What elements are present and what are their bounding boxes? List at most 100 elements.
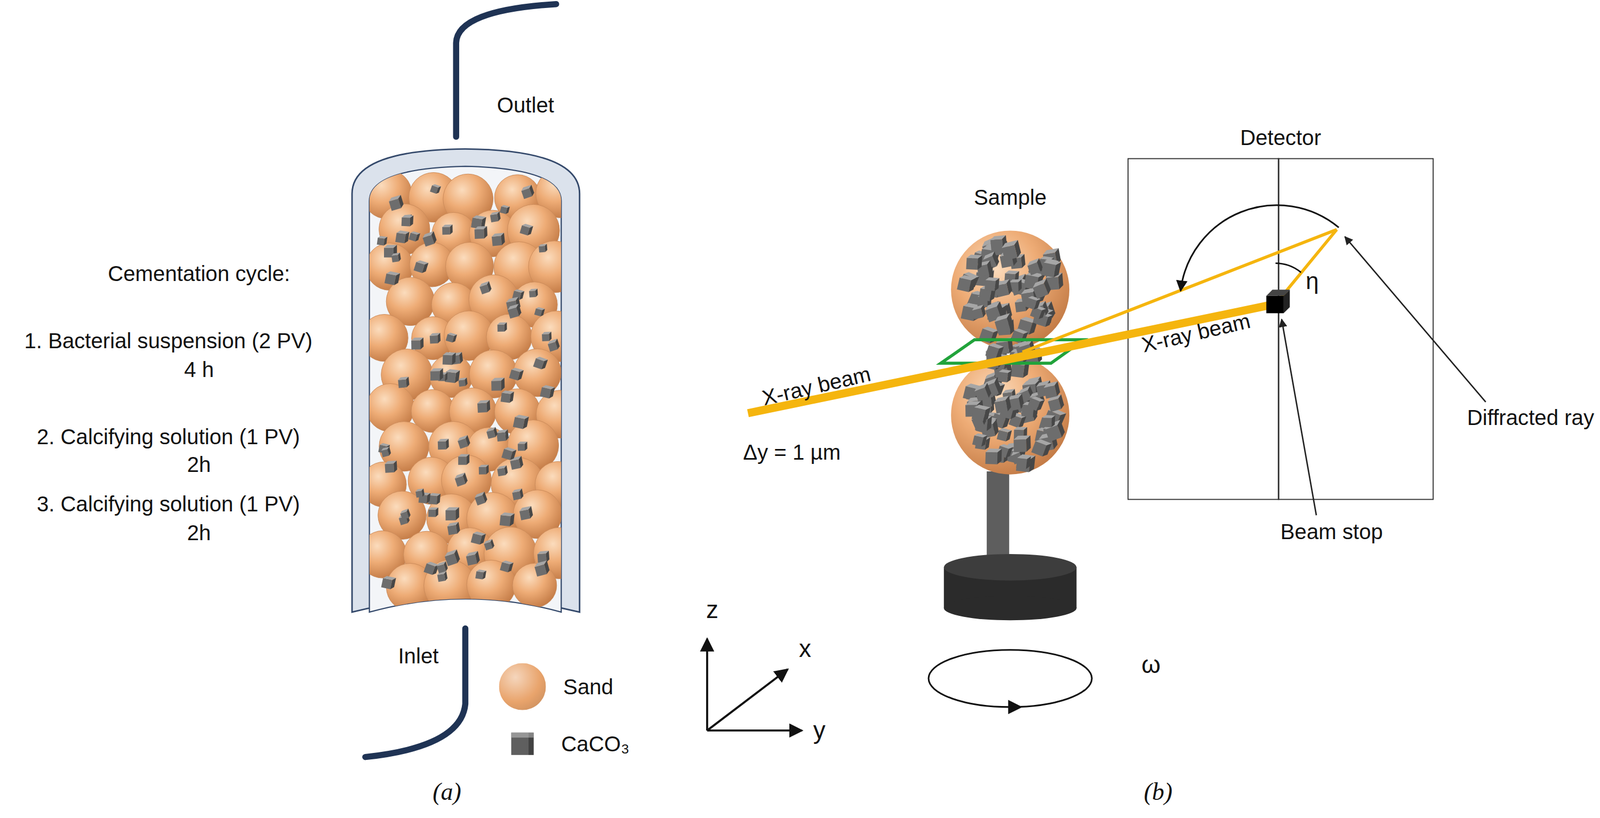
angle-label: η xyxy=(1305,268,1319,295)
crystal-side xyxy=(390,577,397,591)
caco3-crystal xyxy=(445,507,460,521)
axis-label: z xyxy=(706,596,719,624)
crystal-face xyxy=(497,324,505,332)
caco3-crystal xyxy=(395,229,410,244)
beam-stop-leader xyxy=(1281,319,1317,516)
caco3-crystal xyxy=(491,377,505,391)
caco3-crystal xyxy=(1041,258,1062,279)
rotation-ellipse xyxy=(928,650,1092,708)
caco3-crystal xyxy=(458,454,470,466)
crystal-face xyxy=(447,524,458,535)
caco3-crystal xyxy=(972,432,988,448)
crystal-side xyxy=(519,290,525,301)
crystal-side xyxy=(453,549,461,563)
caco3-crystal xyxy=(475,569,487,580)
crystal-side xyxy=(387,446,392,456)
crystal-side xyxy=(481,491,488,503)
crystal-side xyxy=(509,391,515,404)
sand-swatch xyxy=(499,663,547,711)
crystal-side xyxy=(397,252,402,262)
rotation-arrow xyxy=(1008,699,1023,715)
crystal-side xyxy=(544,243,548,252)
crystal-side xyxy=(405,376,410,388)
crystal-side xyxy=(421,488,425,498)
crystal-face xyxy=(1016,458,1028,470)
crystal-side xyxy=(394,272,400,286)
caco3-crystal xyxy=(1016,454,1031,470)
crystal-side xyxy=(522,416,529,430)
panel-label: (a) xyxy=(432,778,462,805)
crystal-face xyxy=(442,355,453,365)
crystal-side xyxy=(466,454,470,466)
crystal-side xyxy=(461,472,469,484)
crystal-side xyxy=(504,322,508,332)
outlet-tube xyxy=(456,4,556,138)
crystal-side xyxy=(977,254,983,270)
caco3-crystal xyxy=(1027,395,1045,413)
beam-stop-label: Beam stop xyxy=(1280,520,1383,544)
caco3-crystal xyxy=(458,377,468,387)
crystal-side xyxy=(383,236,388,246)
caco3-crystal xyxy=(478,281,493,295)
crystal-face xyxy=(539,387,551,399)
rotation-label: ω xyxy=(1141,651,1161,679)
caco3-crystal xyxy=(411,337,424,350)
crystal-side xyxy=(436,493,441,505)
crystal-side xyxy=(1053,261,1061,279)
crystal-side xyxy=(455,507,460,521)
crystal-side xyxy=(527,225,534,237)
crystal-face xyxy=(491,380,502,391)
sample-post xyxy=(986,471,1010,562)
caco3-crystal xyxy=(436,561,449,574)
crystal-side xyxy=(545,550,550,563)
crystal-side xyxy=(500,232,506,245)
crystal-side xyxy=(982,406,991,423)
caco3-crystal xyxy=(499,512,515,527)
beam-stop xyxy=(1266,289,1290,314)
caco3-crystal xyxy=(483,539,495,551)
crystal-face xyxy=(475,571,484,580)
crystal-face xyxy=(1042,417,1052,428)
crystal-face xyxy=(513,417,525,429)
caco3-crystal xyxy=(993,395,1012,414)
crystal-side xyxy=(479,533,486,546)
crystal-side xyxy=(993,377,1003,394)
cycle-step: 3. Calcifying solution (1 PV) xyxy=(36,492,301,516)
crystal-side xyxy=(397,194,405,208)
inlet-tube xyxy=(365,628,466,758)
crystal-side xyxy=(528,184,535,197)
crystal-side xyxy=(541,358,548,371)
crystal-face xyxy=(496,432,507,443)
crystal-side xyxy=(500,377,505,391)
crystal-side xyxy=(1026,435,1031,453)
caco3-crystal xyxy=(539,384,555,400)
beam-stop-front xyxy=(1266,296,1284,314)
crystal-side xyxy=(492,427,498,438)
crystal-side xyxy=(415,232,421,243)
caco3-crystal xyxy=(997,369,1012,383)
crystal-face xyxy=(490,213,499,223)
crystal-face xyxy=(491,235,502,246)
legend-text: Sand xyxy=(563,675,614,699)
caco3-crystal xyxy=(489,211,501,222)
crystal-face xyxy=(391,254,399,263)
crystal-side xyxy=(519,488,525,499)
sample xyxy=(944,471,1077,621)
crystal-face xyxy=(445,510,456,521)
crystal-swatch xyxy=(511,732,534,756)
caco3-crystal xyxy=(390,252,402,263)
caco3-crystal xyxy=(429,332,441,344)
crystal-side xyxy=(445,438,450,450)
crystal-side xyxy=(439,368,443,381)
crystal-side xyxy=(1004,395,1012,412)
caco3-crystal xyxy=(413,259,429,274)
step-duration: 4 h xyxy=(184,357,214,382)
crystal-face xyxy=(994,400,1008,414)
crystal-side xyxy=(528,506,534,519)
crystal-side xyxy=(458,352,463,364)
caco3-crystal xyxy=(499,560,514,574)
caco3-crystal xyxy=(457,435,471,450)
crystal-side xyxy=(1005,313,1015,331)
caco3-crystal xyxy=(971,304,987,320)
